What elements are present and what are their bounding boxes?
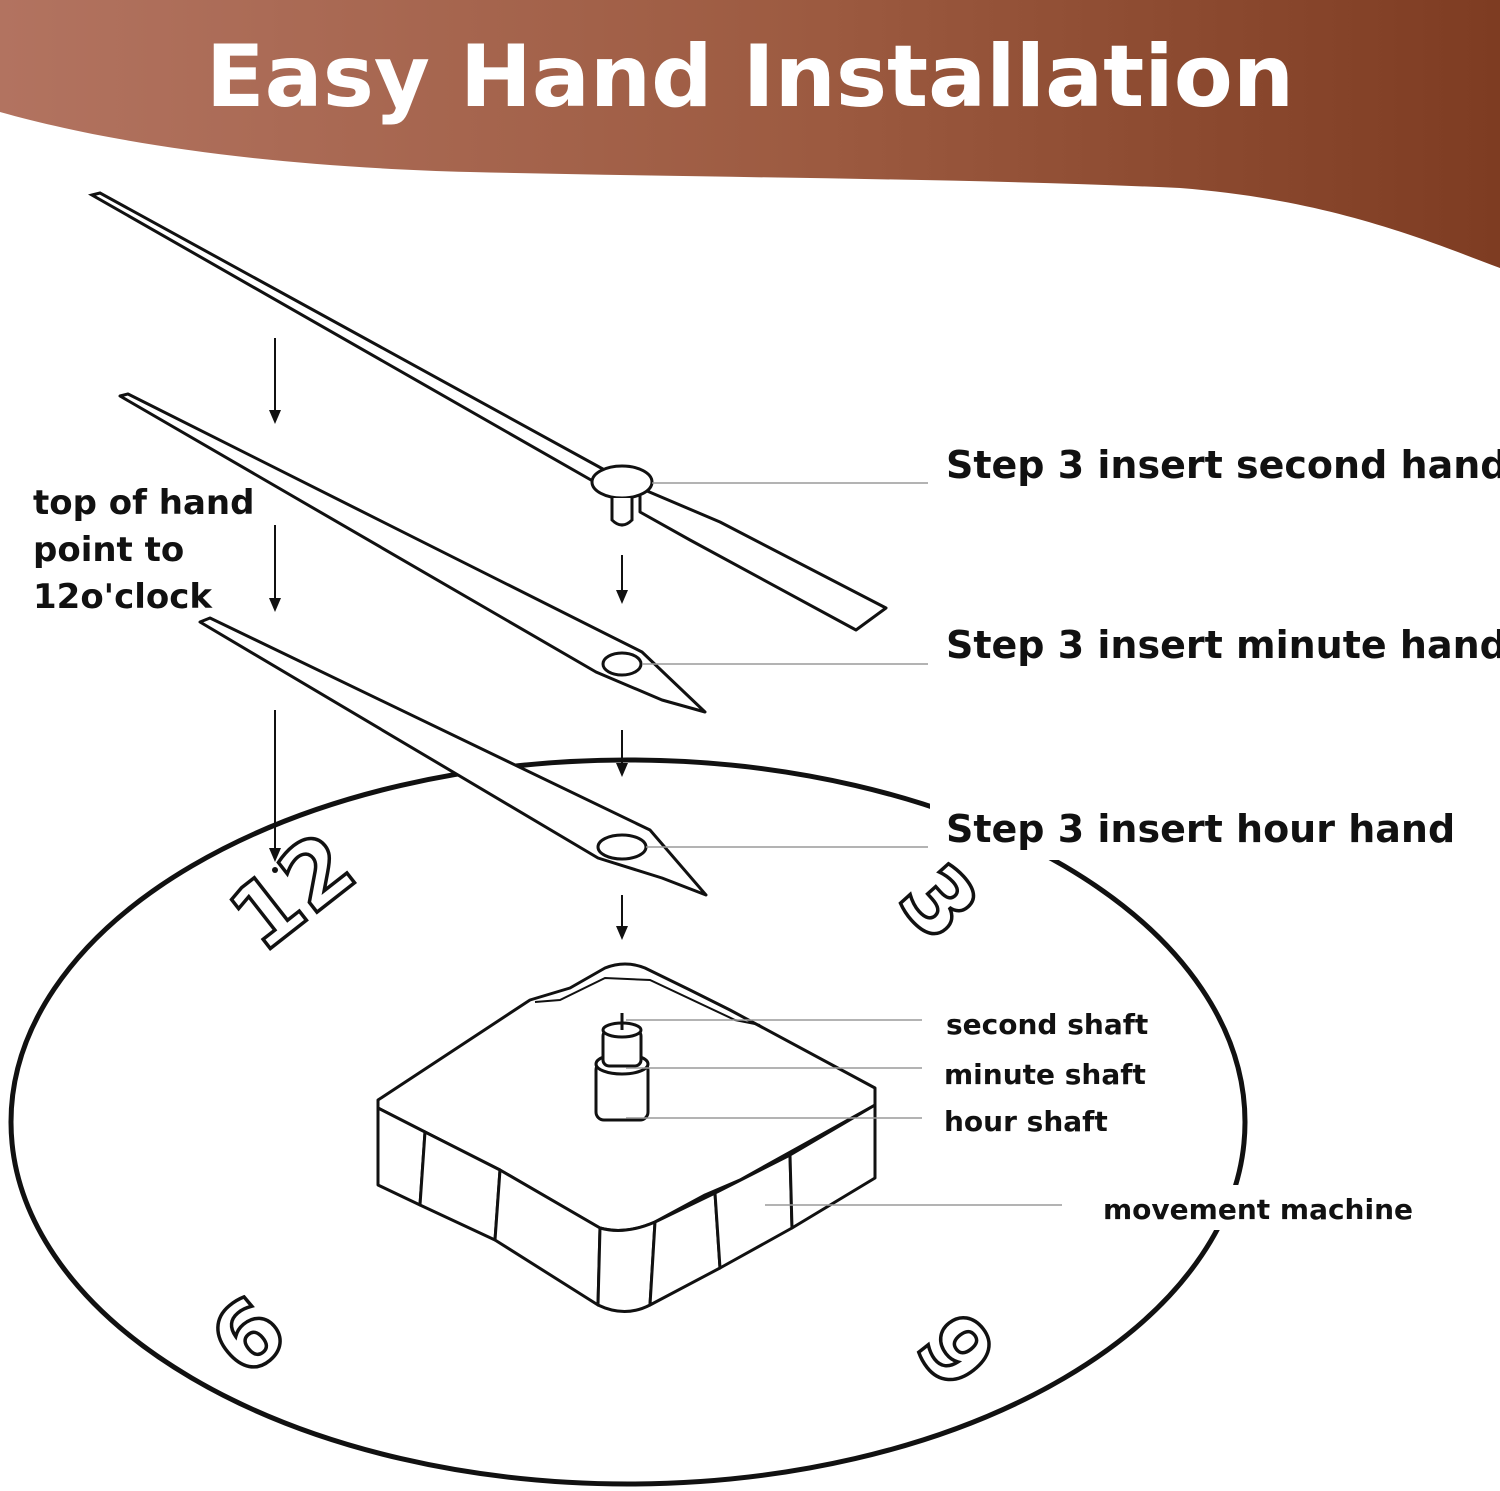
second-hand [88,191,888,632]
alignment-arrows [269,338,281,873]
movement-machine [376,962,877,1313]
hour-hand [198,616,708,897]
page-title: Easy Hand Installation [206,27,1294,127]
minute-hand [118,392,707,714]
label-minute-shaft: minute shaft [944,1058,1146,1091]
label-step-second-hand: Step 3 insert second hand [946,443,1500,487]
label-movement-machine: movement machine [1103,1193,1413,1226]
dial-outline-icon [8,757,1248,1487]
banner-shape [0,0,1500,268]
part-labels: second shaft minute shaft hour shaft mov… [944,1008,1413,1226]
label-step-hour-hand: Step 3 insert hour hand [946,807,1455,851]
note-line-2: point to [33,530,184,570]
step-labels: Step 3 insert second hand Step 3 insert … [946,443,1500,851]
label-hour-shaft: hour shaft [944,1105,1108,1138]
numeral-9: 9 [188,1273,303,1394]
alignment-note: top of hand point to 12o'clock [33,483,254,617]
numeral-12: 12 [211,812,374,972]
label-step-minute-hand: Step 3 insert minute hand [946,623,1500,667]
leader-lines [626,482,1062,1206]
dial-gap-step-hour [930,790,1450,860]
numeral-3: 3 [879,844,999,961]
label-second-shaft: second shaft [946,1008,1148,1041]
center-arrows [616,555,628,940]
note-line-3: 12o'clock [33,577,213,617]
numeral-6: 6 [898,1292,1019,1406]
dial-gap-movement [1100,1185,1400,1230]
note-line-1: top of hand [33,483,254,523]
title-banner: Easy Hand Installation [0,0,1500,268]
